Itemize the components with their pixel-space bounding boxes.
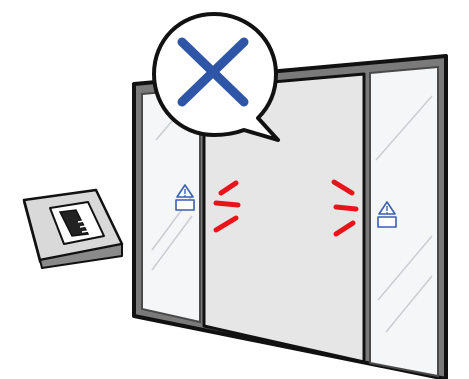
x-mark-icon	[177, 37, 249, 107]
warning-sign-icon	[175, 184, 195, 211]
right-glass-panel	[369, 65, 439, 378]
door-sensor-motion-icon	[331, 179, 359, 237]
door-sensor-motion-icon	[213, 180, 241, 233]
center-door-leaf	[202, 72, 366, 364]
access-control-terminal-icon	[22, 188, 124, 269]
warning-sign-icon	[377, 201, 397, 228]
